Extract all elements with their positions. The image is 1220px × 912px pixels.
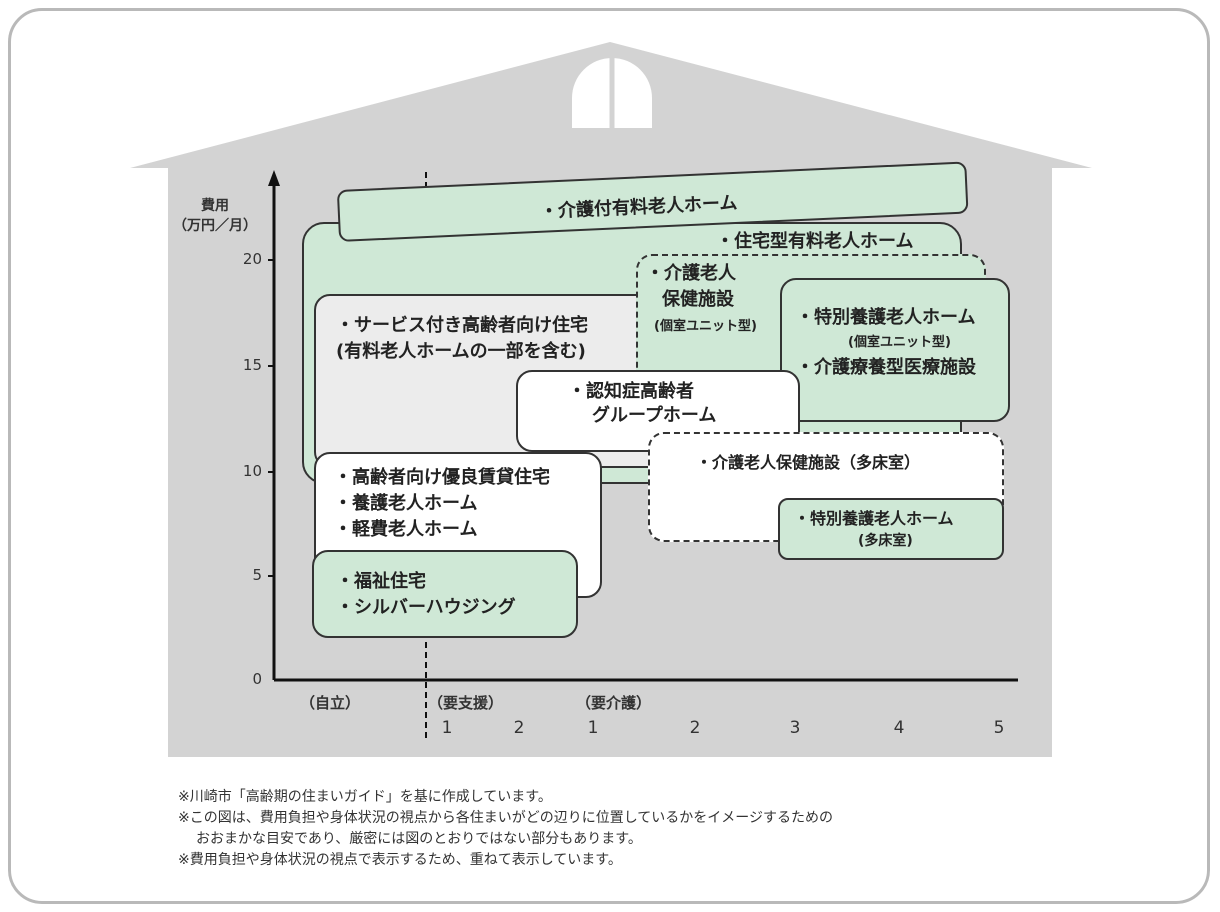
y-tick-0: 0	[252, 670, 262, 688]
label-jutakugata: ・住宅型有料老人ホーム	[716, 231, 914, 252]
label-group-1: ・認知症高齢者	[568, 381, 694, 402]
label-fukushi-1: ・福祉住宅	[336, 571, 426, 592]
window-icon	[572, 58, 652, 128]
label-sakoju-1: ・サービス付き高齢者向け住宅	[336, 315, 588, 336]
label-tokuyou-tashou-2: (多床室)	[858, 533, 913, 549]
y-axis-title-line1: 費用	[201, 198, 229, 214]
y-tick-5: 5	[252, 566, 262, 584]
label-rouken-unit-3: (個室ユニット型)	[654, 319, 757, 334]
label-rouken-unit-1: ・介護老人	[646, 263, 736, 284]
y-axis-title-line2: （万円／月）	[173, 218, 257, 234]
y-axis-title: 費用 （万円／月）	[170, 195, 260, 235]
label-tokuyou-tashou-1: ・特別養護老人ホーム	[794, 509, 954, 528]
x-care-3: 3	[789, 718, 801, 738]
label-group-2: グループホーム	[592, 405, 717, 426]
y-axis-arrow	[268, 170, 280, 186]
x-category-independent: （自立）	[300, 694, 361, 712]
box-fukushi	[312, 550, 578, 638]
x-care-4: 4	[893, 718, 905, 738]
label-sakoju-2: (有料老人ホームの一部を含む)	[336, 341, 586, 362]
label-tokuyou-unit-1: ・特別養護老人ホーム	[796, 307, 976, 328]
footnotes: ※川崎市「高齢期の住まいガイド」を基に作成しています。 ※この図は、費用負担や身…	[178, 787, 833, 871]
label-yuuryou-1: ・高齢者向け優良賃貸住宅	[334, 467, 550, 488]
footnote-1: ※川崎市「高齢期の住まいガイド」を基に作成しています。	[178, 789, 552, 805]
label-tokuyou-unit-3: ・介護療養型医療施設	[796, 357, 976, 378]
x-care-5: 5	[993, 718, 1005, 738]
y-tick-20: 20	[242, 250, 262, 268]
x-care-2: 2	[689, 718, 701, 738]
x-care-1: 1	[587, 718, 599, 738]
x-category-support: （要支援）	[428, 694, 504, 712]
x-support-1: 1	[441, 718, 453, 738]
footnote-3: おおまかな目安であり、厳密には図のとおりではない部分もあります。	[196, 831, 642, 847]
label-fukushi-2: ・シルバーハウジング	[336, 597, 516, 618]
label-tokuyou-unit-2: (個室ユニット型)	[848, 335, 951, 350]
footnote-2: ※この図は、費用負担や身体状況の視点から各住まいがどの辺りに位置しているかをイメ…	[178, 810, 834, 826]
box-tokuyou-tashou	[778, 498, 1004, 560]
x-category-care: （要介護）	[576, 694, 652, 712]
label-yuuryou-2: ・養護老人ホーム	[334, 493, 478, 514]
label-rouken-unit-2: 保健施設	[662, 289, 734, 310]
x-support-2: 2	[513, 718, 525, 738]
label-yuuryou-3: ・軽費老人ホーム	[334, 519, 478, 540]
box-tokuyou-unit	[780, 278, 1010, 422]
y-tick-15: 15	[242, 356, 262, 374]
y-tick-10: 10	[242, 462, 262, 480]
label-rouken-tashou: ・介護老人保健施設（多床室）	[696, 453, 921, 472]
footnote-4: ※費用負担や身体状況の視点で表示するため、重ねて表示しています。	[178, 852, 622, 868]
